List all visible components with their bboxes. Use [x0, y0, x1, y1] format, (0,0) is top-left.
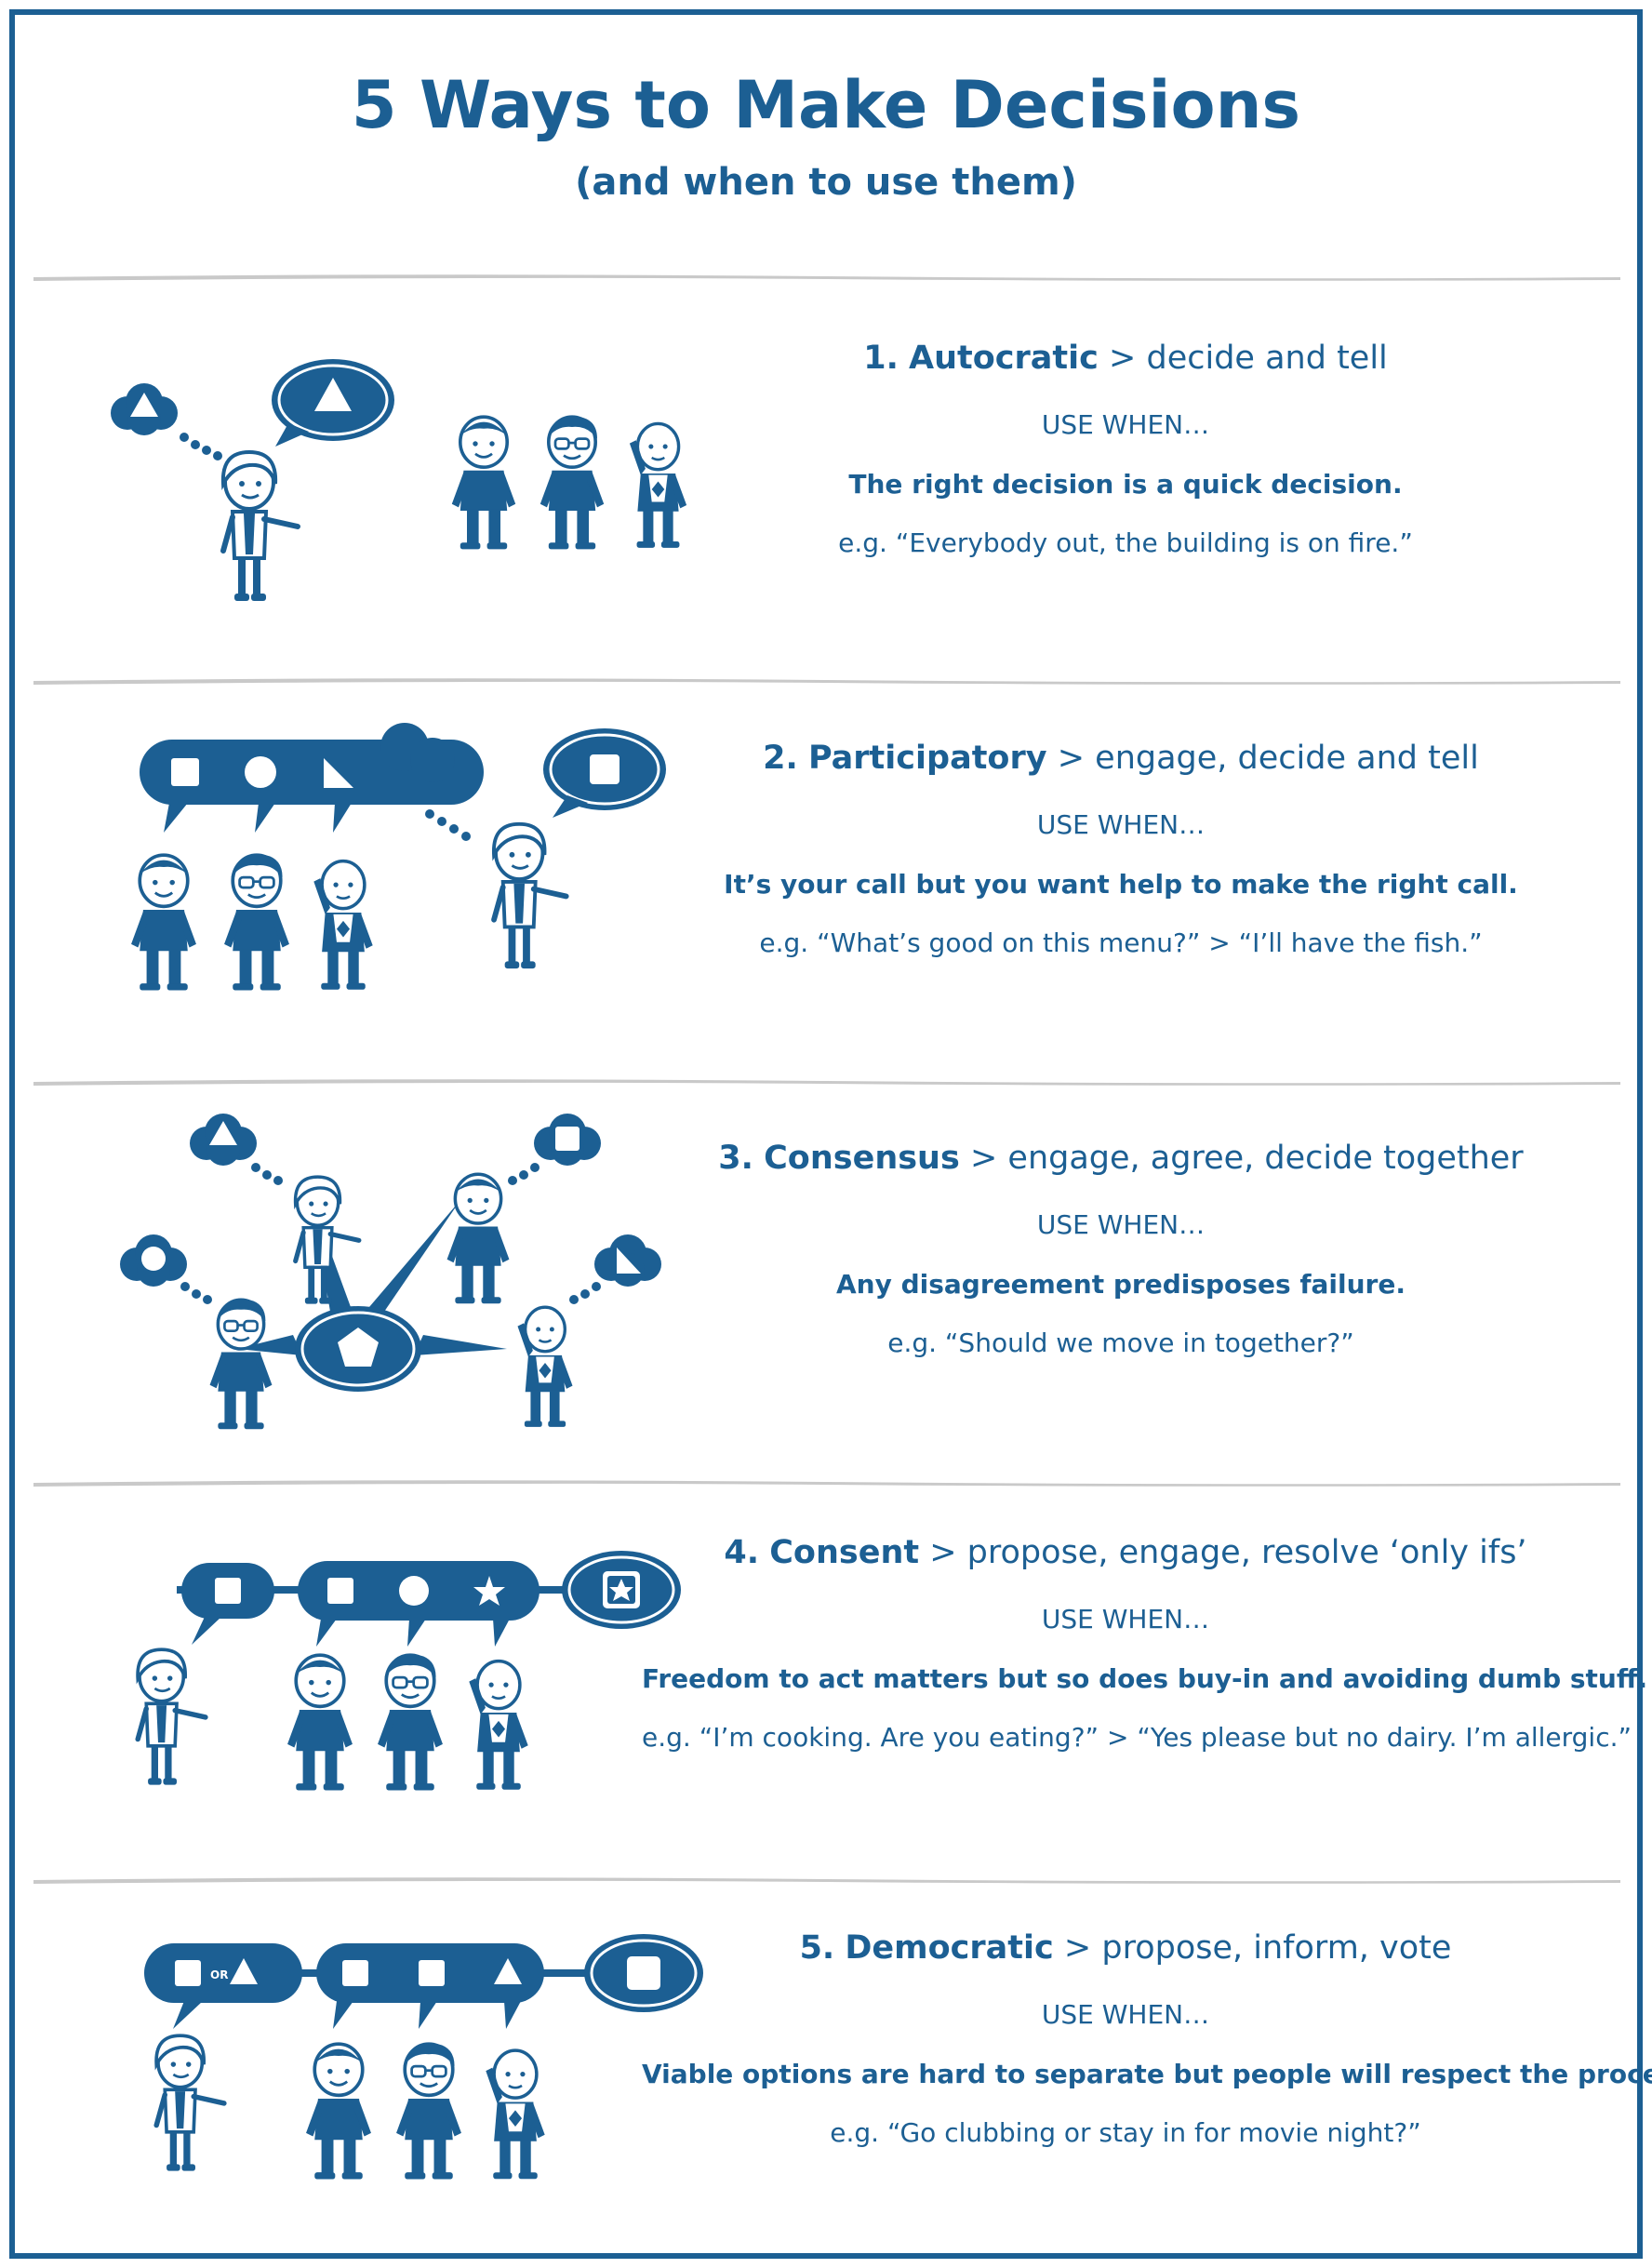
right-triangle-icon — [617, 1247, 641, 1274]
triangle-icon — [230, 1958, 258, 1984]
use-when-condition: Any disagreement predisposes failure. — [835, 1268, 1406, 1300]
square-icon — [171, 758, 199, 786]
star-icon — [609, 1579, 633, 1601]
man-glasses-figure-icon — [376, 1652, 445, 1793]
square-icon — [627, 1956, 660, 1990]
use-when-label: USE WHEN… — [1041, 409, 1210, 440]
section-name: Consent — [769, 1534, 920, 1571]
example-text: e.g. “Go clubbing or stay in for movie n… — [830, 2117, 1421, 2149]
use-when-label: USE WHEN… — [1041, 1604, 1210, 1634]
triangle-icon — [314, 378, 352, 411]
woman-figure-icon — [138, 1649, 206, 1784]
or-label: OR — [210, 1968, 228, 1981]
triangle-icon — [130, 393, 158, 417]
square-icon — [215, 1578, 241, 1604]
divider — [33, 1877, 1620, 1884]
section-heading: 4. Consent > propose, engage, resolve ‘o… — [642, 1533, 1609, 1572]
bald-man-figure-icon — [312, 859, 375, 992]
man-glasses-figure-icon — [394, 2041, 463, 2181]
woman-figure-icon — [156, 2035, 224, 2170]
square-icon — [342, 1960, 368, 1986]
consent-text: 4. Consent > propose, engage, resolve ‘o… — [642, 1533, 1648, 1754]
section-summary: > engage, decide and tell — [1057, 740, 1479, 777]
divider — [33, 274, 1620, 281]
use-when-condition: It’s your call but you want help to make… — [724, 868, 1518, 900]
square-icon — [555, 1127, 580, 1151]
section-name: Democratic — [845, 1929, 1054, 1967]
section-number: 1. — [863, 340, 899, 377]
man-figure-icon — [286, 1653, 354, 1793]
triangle-icon — [209, 1121, 237, 1145]
square-icon — [419, 1960, 445, 1986]
woman-figure-icon — [223, 452, 298, 601]
section-heading: 5. Democratic > propose, inform, vote — [642, 1928, 1609, 1968]
use-when-condition: Viable options are hard to separate but … — [642, 2058, 1652, 2089]
example-text: e.g. “Everybody out, the building is on … — [838, 527, 1413, 559]
section-summary: > propose, inform, vote — [1063, 1929, 1452, 1967]
square-icon — [327, 1578, 353, 1604]
page-subtitle: (and when to use them) — [575, 161, 1077, 204]
example-text: e.g. “I’m cooking. Are you eating?” > “Y… — [642, 1722, 1632, 1754]
woman-figure-icon — [494, 824, 566, 968]
section-heading: 1. Autocratic > decide and tell — [763, 339, 1488, 378]
bald-man-figure-icon — [484, 2048, 547, 2181]
section-heading: 3. Consensus > engage, agree, decide tog… — [716, 1139, 1525, 1178]
circle-icon — [399, 1576, 429, 1606]
example-text: e.g. “Should we move in together?” — [887, 1327, 1354, 1359]
consensus-text: 3. Consensus > engage, agree, decide tog… — [716, 1139, 1525, 1359]
woman-figure-icon — [296, 1177, 359, 1303]
participatory-illustration — [129, 723, 666, 993]
options-bubble-icon — [144, 1943, 302, 2003]
section-summary: > propose, engage, resolve ‘only ifs’ — [929, 1534, 1527, 1571]
man-figure-icon — [449, 415, 518, 552]
pentagon-icon — [338, 1327, 379, 1367]
divider — [33, 678, 1620, 685]
star-icon — [473, 1576, 505, 1606]
example-text: e.g. “What’s good on this menu?” > “I’ll… — [759, 927, 1483, 959]
use-when-condition: Freedom to act matters but so does buy-i… — [642, 1662, 1648, 1694]
right-triangle-icon — [324, 758, 353, 788]
section-name: Consensus — [764, 1140, 960, 1177]
consent-illustration — [121, 1551, 681, 1793]
man-figure-icon — [445, 1172, 512, 1306]
section-name: Participatory — [807, 740, 1047, 777]
man-glasses-figure-icon — [538, 414, 606, 552]
section-summary: > engage, agree, decide together — [969, 1140, 1524, 1177]
page-title: 5 Ways to Make Decisions — [351, 67, 1301, 143]
bald-man-figure-icon — [515, 1305, 575, 1429]
section-summary: > decide and tell — [1109, 340, 1388, 377]
democratic-text: 5. Democratic > propose, inform, vote US… — [642, 1928, 1652, 2149]
square-icon — [590, 754, 620, 784]
use-when-label: USE WHEN… — [1041, 1999, 1210, 2030]
section-name: Autocratic — [909, 340, 1099, 377]
consensus-illustration — [120, 1114, 661, 1432]
bald-man-figure-icon — [467, 1659, 530, 1792]
use-when-condition: The right decision is a quick decision. — [848, 468, 1403, 500]
use-when-label: USE WHEN… — [1036, 1209, 1206, 1240]
man-glasses-figure-icon — [207, 1297, 274, 1432]
man-glasses-figure-icon — [222, 852, 291, 993]
participatory-text: 2. Participatory > engage, decide and te… — [716, 739, 1525, 959]
divider — [33, 1079, 1620, 1086]
section-heading: 2. Participatory > engage, decide and te… — [716, 739, 1525, 778]
bald-man-figure-icon — [628, 421, 688, 550]
autocratic-text: 1. Autocratic > decide and tell USE WHEN… — [763, 339, 1488, 559]
use-when-label: USE WHEN… — [1036, 809, 1206, 840]
autocratic-illustration — [111, 359, 688, 605]
man-figure-icon — [304, 2042, 373, 2181]
section-number: 5. — [799, 1929, 835, 1967]
man-figure-icon — [129, 853, 198, 993]
section-number: 3. — [718, 1140, 753, 1177]
square-icon — [175, 1960, 201, 1986]
triangle-icon — [494, 1958, 522, 1984]
section-number: 2. — [763, 740, 798, 777]
circle-icon — [245, 756, 276, 788]
divider — [33, 1480, 1620, 1487]
circle-icon — [141, 1247, 166, 1271]
section-number: 4. — [724, 1534, 760, 1571]
democratic-illustration: OR — [144, 1934, 703, 2181]
